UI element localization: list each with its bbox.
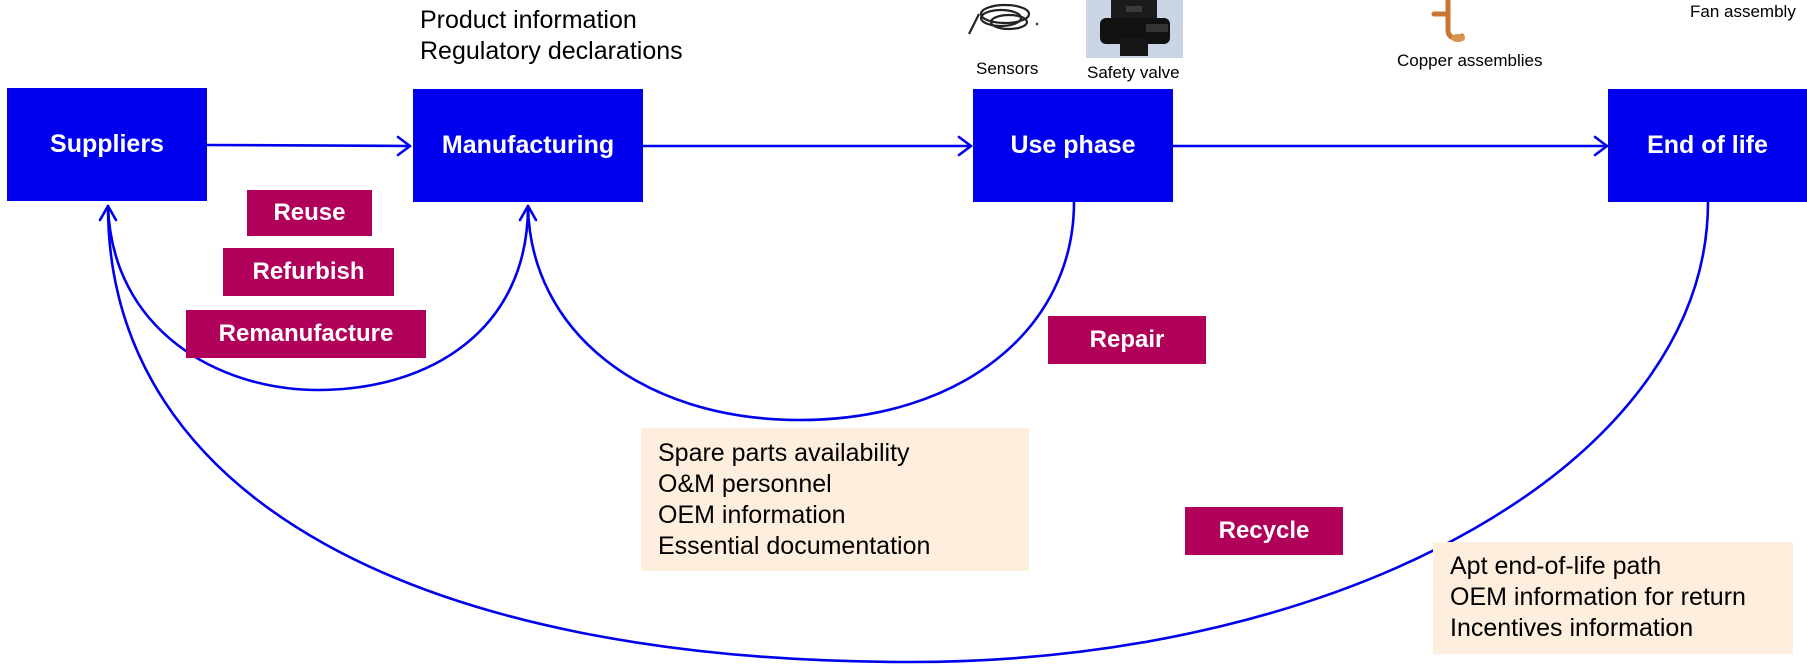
use-phase-info-line: Spare parts availability <box>658 439 910 467</box>
sensors-image <box>968 3 1039 35</box>
sensors-caption: Sensors <box>976 59 1039 78</box>
end-of-life-info-line: OEM information for return <box>1450 583 1746 611</box>
copper-assemblies-caption: Copper assemblies <box>1397 51 1543 70</box>
loop-repair <box>526 200 1076 422</box>
safety-valve-image <box>1086 0 1183 58</box>
end-of-life-info-line: Incentives information <box>1450 614 1694 642</box>
manufacturing-info: Product information Regulatory declarati… <box>420 5 683 67</box>
manufacturing-info-line: Regulatory declarations <box>420 37 683 65</box>
arrow-use-phase-to-end-of-life-head <box>1593 135 1609 157</box>
arrow-suppliers-to-manufacturing-head <box>396 135 412 157</box>
arrow-manufacturing-to-use-phase-head <box>957 135 973 157</box>
copper-assemblies-image <box>1431 0 1465 42</box>
action-refurbish: Refurbish <box>223 248 394 296</box>
use-phase-info-line: O&M personnel <box>658 470 832 498</box>
safety-valve-caption: Safety valve <box>1087 63 1180 82</box>
use-phase-info-line: OEM information <box>658 501 846 529</box>
action-repair: Repair <box>1048 316 1206 364</box>
stage-manufacturing: Manufacturing <box>413 89 643 202</box>
stage-end-of-life: End of life <box>1608 89 1807 202</box>
loop-repair-head <box>518 204 538 222</box>
stage-suppliers: Suppliers <box>7 88 207 201</box>
use-phase-info-box: Spare parts availability O&M personnel O… <box>641 428 1029 571</box>
stage-use-phase: Use phase <box>973 89 1173 202</box>
loop-remanufacture <box>106 204 530 392</box>
action-recycle: Recycle <box>1185 507 1343 555</box>
end-of-life-info-line: Apt end-of-life path <box>1450 552 1662 580</box>
fan-assembly-caption: Fan assembly <box>1690 2 1796 21</box>
arrow-suppliers-to-manufacturing <box>205 143 412 148</box>
end-of-life-info-box: Apt end-of-life path OEM information for… <box>1433 542 1793 654</box>
loop-recycle <box>106 200 1710 664</box>
use-phase-info-line: Essential documentation <box>658 532 931 560</box>
action-remanufacture: Remanufacture <box>186 310 426 358</box>
manufacturing-info-line: Product information <box>420 6 637 34</box>
action-reuse: Reuse <box>247 190 372 236</box>
